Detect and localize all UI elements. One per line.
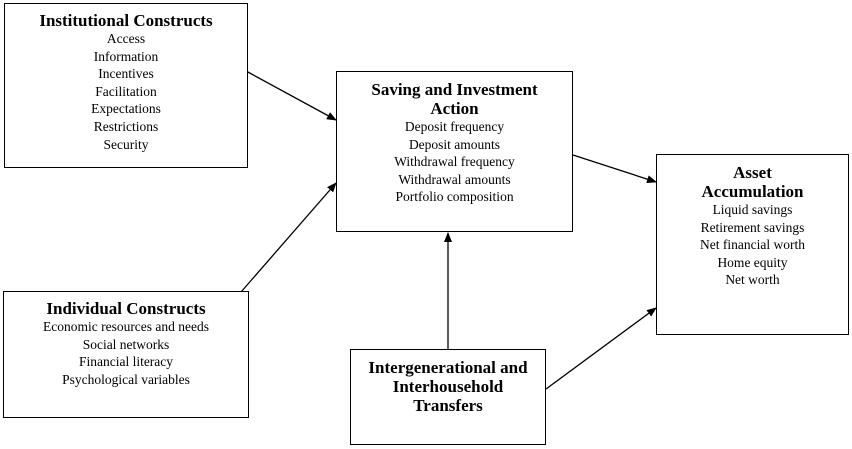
list-item: Deposit amounts [408,136,501,152]
arrow-individual-to-saving [240,182,337,293]
list-item: Access [106,31,146,46]
list-item: Facilitation [95,83,157,99]
list-item: Restrictions [93,118,159,134]
arrow-transfers-to-asset [545,307,657,390]
saving-investment-box: Saving and Investment Action Deposit fre… [336,71,573,232]
list-item: Liquid savings [712,202,793,217]
list-item: Expectations [91,101,161,117]
list-item: Security [103,136,149,152]
institutional-constructs-title: Institutional Constructs [39,11,213,30]
list-item: Social networks [82,336,170,352]
list-item: Withdrawal frequency [394,154,515,170]
list-item: Incentives [98,66,154,82]
transfers-box: Intergenerational and Interhousehold Tra… [350,349,546,445]
saving-investment-title: Saving and Investment Action [371,80,538,118]
list-item: Financial literacy [78,354,174,370]
list-item: Net worth [725,272,780,288]
list-item: Retirement savings [700,219,805,235]
individual-constructs-title: Individual Constructs [46,299,206,318]
individual-constructs-box: Individual Constructs Economic resources… [3,291,249,418]
list-item: Withdrawal amounts [398,171,511,187]
list-item: Information [93,48,159,64]
transfers-title: Intergenerational and Interhousehold Tra… [368,358,528,415]
arrow-saving-to-asset [572,154,657,184]
arrow-institutional-to-saving [245,70,337,121]
asset-accumulation-title: Asset Accumulation [701,163,804,201]
list-item: Portfolio composition [395,189,514,205]
list-item: Home equity [717,254,788,270]
list-item: Psychological variables [62,371,190,387]
list-item: Net financial worth [700,237,805,253]
list-item: Economic resources and needs [42,319,210,334]
list-item: Deposit frequency [404,119,505,134]
